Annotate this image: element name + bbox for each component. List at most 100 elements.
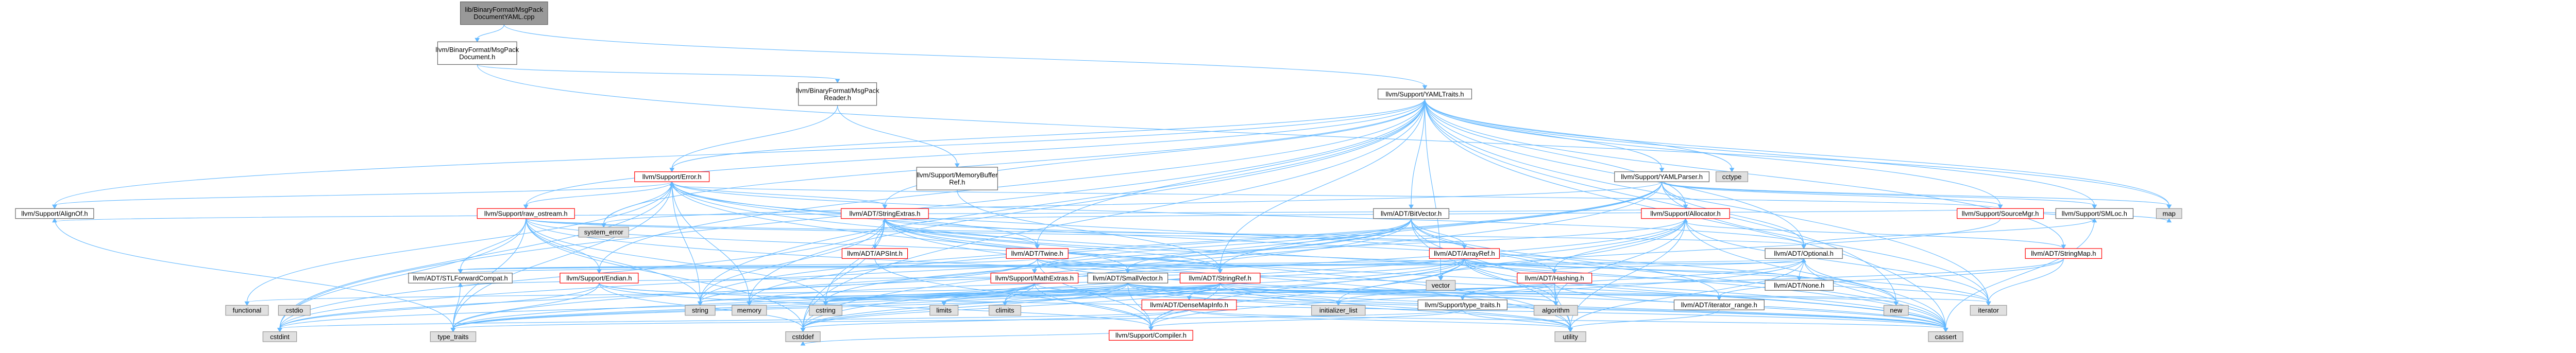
node-sourcemgr[interactable]: llvm/Support/SourceMgr.h [1957, 208, 2044, 219]
node-box [1765, 248, 1843, 259]
node-bitvector[interactable]: llvm/ADT/BitVector.h [1373, 208, 1449, 219]
node-alignof[interactable]: llvm/Support/AlignOf.h [15, 208, 94, 219]
node-endian[interactable]: llvm/Support/Endian.h [560, 273, 639, 284]
edge-arrowhead-stringref-to-climits [1002, 301, 1008, 306]
node-label: limits [936, 307, 952, 314]
edge-arrowhead-smallvector-to-initializer_list [1335, 301, 1341, 306]
node-raw-ostream[interactable]: llvm/Support/raw_ostream.h [477, 208, 575, 219]
edge-arrowhead-yamlparser-to-sourcemgr [1997, 204, 2003, 209]
edge-endian-to-type_traits [452, 283, 600, 329]
node-smallvector[interactable]: llvm/ADT/SmallVector.h [1087, 273, 1168, 284]
edge-memorybufferref-to-stringref [957, 190, 1221, 270]
edge-stringref-to-utility [1219, 283, 1571, 329]
edge-errorh-to-optional [671, 182, 1804, 246]
node-box [1426, 280, 1456, 291]
node-label: llvm/BinaryFormat/MsgPack [435, 46, 519, 54]
edge-stringref-to-cstring [825, 283, 1221, 303]
node-label: llvm/Support/SMLoc.h [2062, 210, 2127, 218]
node-box [1673, 299, 1765, 310]
node-errorh[interactable]: llvm/Support/Error.h [634, 171, 710, 182]
node-box [262, 331, 297, 342]
edge-bitvector-to-arrayref [1411, 218, 1465, 246]
node-cstdint: cstdint [262, 331, 297, 342]
node-box [1928, 331, 1963, 342]
node-compiler[interactable]: llvm/Support/Compiler.h [1109, 330, 1193, 341]
edge-smloc-to-optional [1803, 218, 2095, 246]
edge-arrowhead-msgpack_document-to-msgpack_reader [835, 79, 840, 83]
node-iterator-range[interactable]: llvm/ADT/iterator_range.h [1673, 299, 1765, 310]
node-box [560, 273, 639, 284]
edge-root-to-yamltraits [503, 24, 1426, 86]
edge-densemapinfo-to-utility [1189, 309, 1571, 329]
edge-hashing-to-cstring [825, 283, 1555, 303]
node-allocator[interactable]: llvm/Support/Allocator.h [1641, 208, 1730, 219]
edge-arrayref-to-vector [1440, 258, 1465, 277]
edge-arrowhead-stlforwardcompat-to-optional [1801, 258, 1806, 262]
node-stlforwardcompat[interactable]: llvm/ADT/STLForwardCompat.h [408, 273, 513, 284]
node-label: llvm/Support/MathExtras.h [995, 274, 1074, 282]
node-label: Document.h [459, 53, 495, 61]
edge-arrowhead-stringmap-to-allocator [1683, 218, 1688, 223]
node-arrayref[interactable]: llvm/ADT/ArrayRef.h [1429, 248, 1500, 259]
node-box [1429, 248, 1500, 259]
edge-stringextras-to-string [700, 218, 885, 303]
node-yamltraits[interactable]: llvm/Support/YAMLTraits.h [1378, 89, 1472, 100]
edge-yamltraits-to-raw_ostream [526, 99, 1426, 206]
node-stringextras[interactable]: llvm/ADT/StringExtras.h [841, 208, 929, 219]
node-yamlparser[interactable]: llvm/Support/YAMLParser.h [1614, 171, 1710, 182]
edge-root-to-msgpack_document [477, 24, 504, 39]
edge-bitvector-to-cstring [825, 218, 1412, 303]
node-hashing[interactable]: llvm/ADT/Hashing.h [1517, 273, 1592, 284]
edge-optional-to-compiler [1150, 258, 1804, 328]
node-densemapinfo[interactable]: llvm/ADT/DenseMapInfo.h [1141, 299, 1237, 310]
node-apsint[interactable]: llvm/ADT/APSInt.h [841, 248, 908, 259]
edge-apsint-to-compiler [874, 258, 1151, 327]
edge-arrowhead-smallvector-to-iterator [1986, 301, 1991, 306]
edge-arrowhead-hashing-to-string [698, 301, 703, 306]
node-label: llvm/Support/AlignOf.h [21, 210, 88, 218]
node-label: string [692, 307, 708, 314]
edge-yamltraits-to-yamlparser [1425, 99, 1663, 169]
edge-stringref-to-limits [943, 283, 1221, 303]
node-box [1179, 273, 1261, 284]
node-string: string [685, 305, 716, 316]
edge-raw_ostream-to-stlforwardcompat [460, 218, 527, 270]
node-box [437, 41, 517, 65]
edge-arrowhead-hashing-to-errorh [669, 181, 675, 186]
node-twine[interactable]: llvm/ADT/Twine.h [1006, 248, 1069, 259]
node-stringmap[interactable]: llvm/ADT/StringMap.h [2025, 248, 2103, 259]
node-mathextras[interactable]: llvm/Support/MathExtras.h [990, 273, 1079, 284]
edge-allocator-to-algorithm [1555, 218, 1686, 303]
edge-yamlparser-to-sourcemgr [1662, 181, 2001, 206]
node-box [732, 305, 767, 316]
node-box [1417, 299, 1507, 310]
edge-yamltraits-to-errorh [671, 99, 1426, 169]
node-new: new [1883, 305, 1909, 316]
edge-stringmap-to-allocator [1685, 221, 2064, 249]
edge-stringextras-to-stringref [884, 218, 1221, 270]
edge-yamltraits-to-vector [1425, 99, 1442, 277]
node-box [1373, 208, 1449, 219]
node-label: cassert [1935, 333, 1957, 341]
node-noneh[interactable]: llvm/ADT/None.h [1765, 280, 1834, 291]
node-optional[interactable]: llvm/ADT/Optional.h [1765, 248, 1843, 259]
node-smloc[interactable]: llvm/Support/SMLoc.h [2055, 208, 2133, 219]
node-box [1883, 305, 1909, 316]
node-label: llvm/ADT/Twine.h [1011, 250, 1063, 257]
edge-errorh-to-string [671, 182, 701, 303]
edge-arrowhead-allocator-to-mathextras [1032, 269, 1037, 274]
edge-arrowhead-smallvector-to-new [1893, 301, 1899, 306]
node-stringref[interactable]: llvm/ADT/StringRef.h [1179, 273, 1261, 284]
edge-smallvector-to-cstddef [802, 283, 1128, 329]
edge-alignof-to-type_traits [54, 218, 454, 329]
edge-stringmap-to-initializer_list [1338, 258, 2064, 303]
edge-stlforwardcompat-to-type_traits [452, 283, 461, 329]
node-type-traits-llvm[interactable]: llvm/Support/type_traits.h [1417, 299, 1507, 310]
node-box [990, 273, 1079, 284]
edge-smallvector-to-functional [246, 283, 1128, 303]
node-label: llvm/ADT/StringMap.h [2031, 250, 2096, 257]
node-label: llvm/Support/raw_ostream.h [484, 210, 568, 218]
